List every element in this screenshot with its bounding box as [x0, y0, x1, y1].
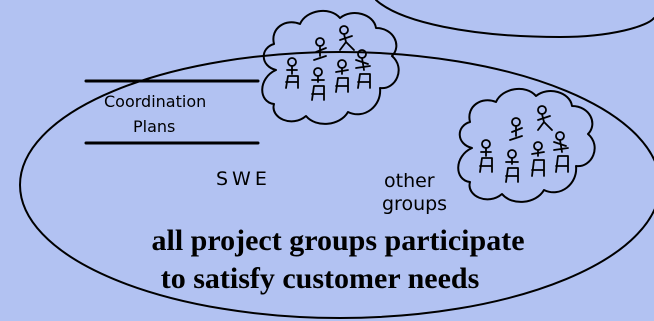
coordination-label-line2: Plans — [133, 117, 175, 136]
person-icon — [509, 117, 523, 141]
person-icon — [531, 141, 545, 177]
person-icon — [553, 131, 569, 173]
other-people-cloud — [457, 87, 596, 203]
person-icon — [537, 105, 553, 131]
main-ellipse — [19, 51, 654, 319]
person-icon — [313, 37, 327, 61]
caption-line1: all project groups participate — [151, 224, 524, 257]
cloud-outline — [457, 87, 596, 203]
person-icon — [479, 139, 493, 173]
top-ellipse — [375, 0, 654, 38]
coordination-label-line1: Coordination — [104, 92, 206, 111]
person-icon — [339, 25, 355, 51]
person-icon — [285, 57, 299, 89]
person-icon — [355, 49, 371, 89]
other-groups-label-line2: groups — [382, 193, 447, 215]
caption-line2: to satisfy customer needs — [161, 262, 480, 295]
person-icon — [335, 59, 349, 93]
cloud-outline — [261, 9, 400, 125]
swe-label: SWE — [216, 168, 271, 190]
swe-people-cloud — [261, 9, 400, 125]
person-icon — [311, 67, 325, 101]
other-groups-label-line1: other — [384, 170, 435, 192]
person-icon — [505, 149, 519, 183]
